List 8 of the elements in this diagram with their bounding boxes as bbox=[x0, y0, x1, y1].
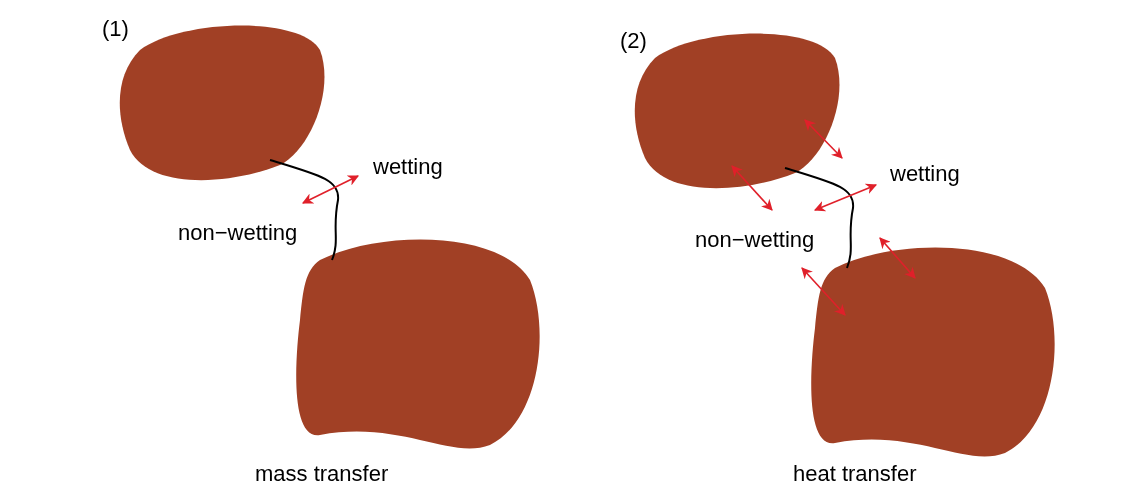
panel-number: (1) bbox=[102, 18, 129, 40]
phase-label: non−wetting bbox=[695, 229, 815, 251]
phase-label: wetting bbox=[890, 163, 960, 185]
phase-label: non−wetting bbox=[178, 222, 298, 244]
panel-number: (2) bbox=[620, 30, 647, 52]
phase-label: wetting bbox=[373, 156, 443, 178]
panel-caption: mass transfer bbox=[255, 463, 389, 485]
panel-caption: heat transfer bbox=[793, 463, 917, 485]
